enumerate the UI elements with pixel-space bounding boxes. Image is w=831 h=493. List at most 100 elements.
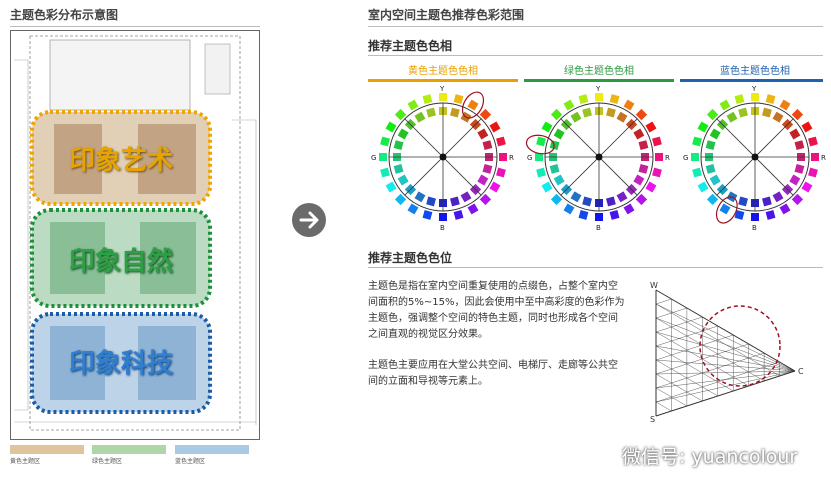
wechat-icon	[594, 439, 617, 458]
hue-swatch	[407, 203, 419, 215]
wheel-axis-label-bottom: B	[440, 224, 445, 232]
hue-swatch	[772, 111, 784, 123]
hue-swatch	[397, 174, 409, 186]
triangle-grid-line	[655, 298, 672, 305]
hue-swatch	[765, 94, 776, 104]
recommended-hue-highlight	[461, 91, 485, 119]
hue-swatch	[801, 181, 813, 193]
tone-section-title: 推荐主题色色位	[368, 251, 453, 265]
triangle-label-right: C	[798, 367, 804, 376]
hue-swatch	[549, 164, 560, 174]
hue-swatch	[536, 167, 546, 178]
hue-swatch	[553, 174, 565, 186]
hue-swatch	[652, 136, 662, 147]
legend-swatch-blue	[175, 445, 249, 454]
wheel-center	[439, 153, 447, 161]
hue-swatch	[638, 140, 649, 150]
hue-swatch	[811, 153, 819, 161]
zone-yellow-border	[30, 110, 212, 206]
wheel-axis-label-top: Y	[595, 85, 601, 93]
hue-swatch	[439, 93, 447, 101]
zone-green-label: 印象自然	[68, 247, 173, 277]
wheel-axis-label-bottom: B	[596, 224, 601, 232]
wheel-blue-label: 蓝色主题色色相	[720, 66, 790, 77]
hue-swatch	[794, 140, 805, 150]
hue-swatch	[697, 181, 709, 193]
hue-swatch	[439, 213, 447, 221]
zone-blue-border	[30, 312, 212, 414]
hue-swatch	[789, 128, 801, 140]
hue-swatch	[489, 121, 501, 133]
right-title-rule	[368, 26, 823, 27]
wheel-axis-label-bottom: B	[752, 224, 757, 232]
zone-blue-building-b	[138, 326, 196, 400]
hue-swatch	[692, 167, 702, 178]
hue-swatch	[453, 94, 464, 104]
hue-swatch	[645, 181, 657, 193]
tone-paragraph-2: 主题色主要应用在大堂公共空间、电梯厅、走廊等公共空间的立面和导视等元素上。	[368, 360, 618, 387]
right-title: 室内空间主题色推荐色彩范围	[368, 8, 525, 22]
wheel-blue-bar	[680, 79, 823, 82]
zone-green-building-a	[50, 222, 105, 294]
triangle-grid-line	[655, 361, 780, 403]
triangle-grid-line	[655, 352, 765, 389]
hue-swatch	[489, 181, 501, 193]
hue-swatch	[570, 111, 582, 123]
zone-green-building-b	[140, 222, 196, 294]
hue-swatch	[414, 111, 426, 123]
hue-swatch	[453, 210, 464, 220]
recommended-tone-circle	[699, 305, 781, 387]
hue-swatch	[460, 191, 472, 203]
hue-swatch	[380, 136, 390, 147]
hue-swatch	[705, 164, 716, 174]
hue-swatch	[541, 181, 553, 193]
west-road	[14, 59, 29, 411]
wheel-yellow-bar	[368, 79, 518, 82]
zone-yellow-building-a	[54, 124, 102, 194]
hue-swatch	[553, 128, 565, 140]
legend-swatch-green	[92, 445, 166, 454]
hue-swatch	[719, 203, 731, 215]
watermark-text: 微信号: yuancolour	[622, 446, 798, 468]
wheel-center	[595, 153, 603, 161]
wheel-axis-label-right: R	[821, 154, 826, 162]
hue-swatch	[380, 167, 390, 178]
site-boundary	[29, 35, 241, 431]
wheel-axis-label-left: G	[527, 154, 532, 162]
triangle-grid-line	[655, 345, 734, 392]
hue-swatch	[751, 93, 759, 101]
triangle-label-top: W	[650, 281, 658, 290]
hue-swatch	[709, 128, 721, 140]
hue-swatch	[393, 164, 404, 174]
hue-swatch	[477, 174, 489, 186]
hue-swatch	[762, 107, 772, 118]
wheel-yellow-label: 黄色主题色色相	[408, 66, 478, 77]
hue-swatch	[385, 121, 397, 133]
hue-swatch	[535, 153, 543, 161]
wheel-axis-label-left: G	[371, 154, 376, 162]
north-building	[49, 39, 191, 111]
triangle-grid-line	[655, 401, 672, 412]
hue-swatch	[789, 174, 801, 186]
zone-yellow-building-b	[138, 124, 196, 194]
east-road	[232, 119, 257, 425]
hue-swatch	[652, 167, 662, 178]
hue-swatch	[578, 210, 589, 220]
hue-swatch	[719, 99, 731, 111]
hue-swatch	[616, 191, 628, 203]
legend-label-blue: 蓝色主题区	[175, 458, 206, 465]
hue-section-rule	[368, 55, 823, 56]
hue-swatch	[426, 107, 436, 118]
wheel-axis-label-top: Y	[439, 85, 445, 93]
hue-swatch	[536, 136, 546, 147]
hue-swatch	[482, 164, 493, 174]
hue-swatch	[595, 213, 603, 221]
hue-swatch	[808, 136, 818, 147]
triangle-grid-line	[655, 317, 765, 382]
hue-swatch	[385, 181, 397, 193]
hue-swatch	[734, 94, 745, 104]
hue-swatch	[606, 107, 616, 118]
